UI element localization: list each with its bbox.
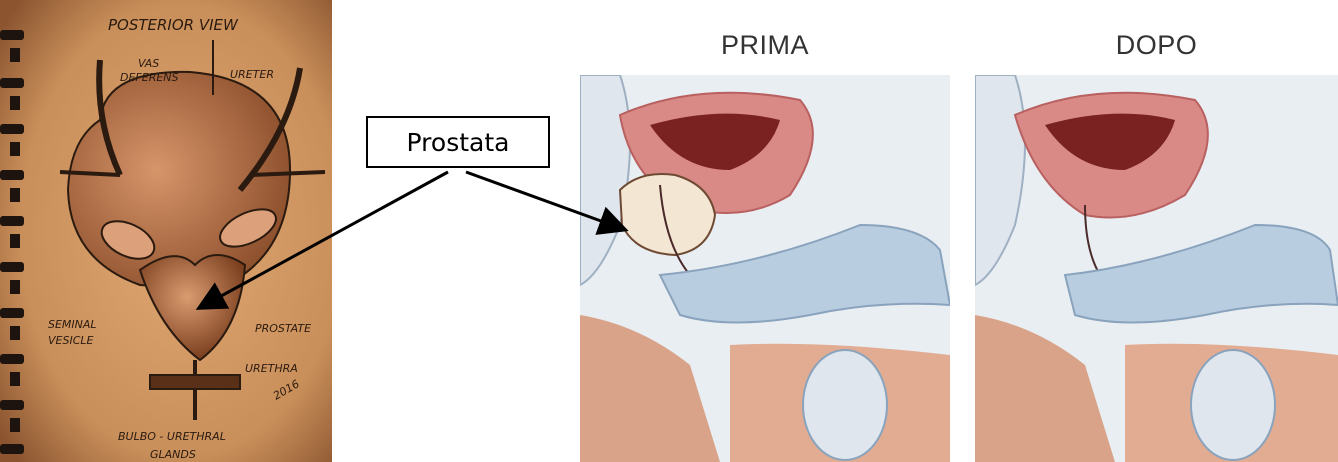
label-prostate: PROSTATE	[255, 322, 311, 335]
before-testis	[803, 350, 887, 460]
bulbo-urethral-glands	[150, 375, 240, 389]
posterior-view-sketch: POSTERIOR VIEW VAS DEFERENS URETER SEMIN…	[0, 0, 332, 462]
title-prima: PRIMA	[580, 30, 950, 61]
label-bulbo-urethral-2: GLANDS	[150, 448, 196, 461]
label-vas-deferens-1: VAS	[138, 57, 159, 70]
label-seminal-vesicle-2: VESICLE	[48, 334, 94, 347]
label-seminal-vesicle-1: SEMINAL	[48, 318, 97, 331]
anatomy-before-illustration	[580, 75, 950, 462]
after-testis	[1191, 350, 1275, 460]
label-urethra: URETHRA	[245, 362, 298, 375]
prostata-callout: Prostata	[366, 116, 550, 168]
sketch-title: POSTERIOR VIEW	[108, 16, 239, 34]
title-dopo: DOPO	[975, 30, 1338, 61]
label-ureter: URETER	[230, 68, 274, 81]
anatomy-after-illustration	[975, 75, 1338, 462]
label-vas-deferens-2: DEFERENS	[120, 71, 179, 84]
label-bulbo-urethral-1: BULBO - URETHRAL	[118, 430, 226, 443]
prostata-callout-label: Prostata	[407, 128, 510, 157]
